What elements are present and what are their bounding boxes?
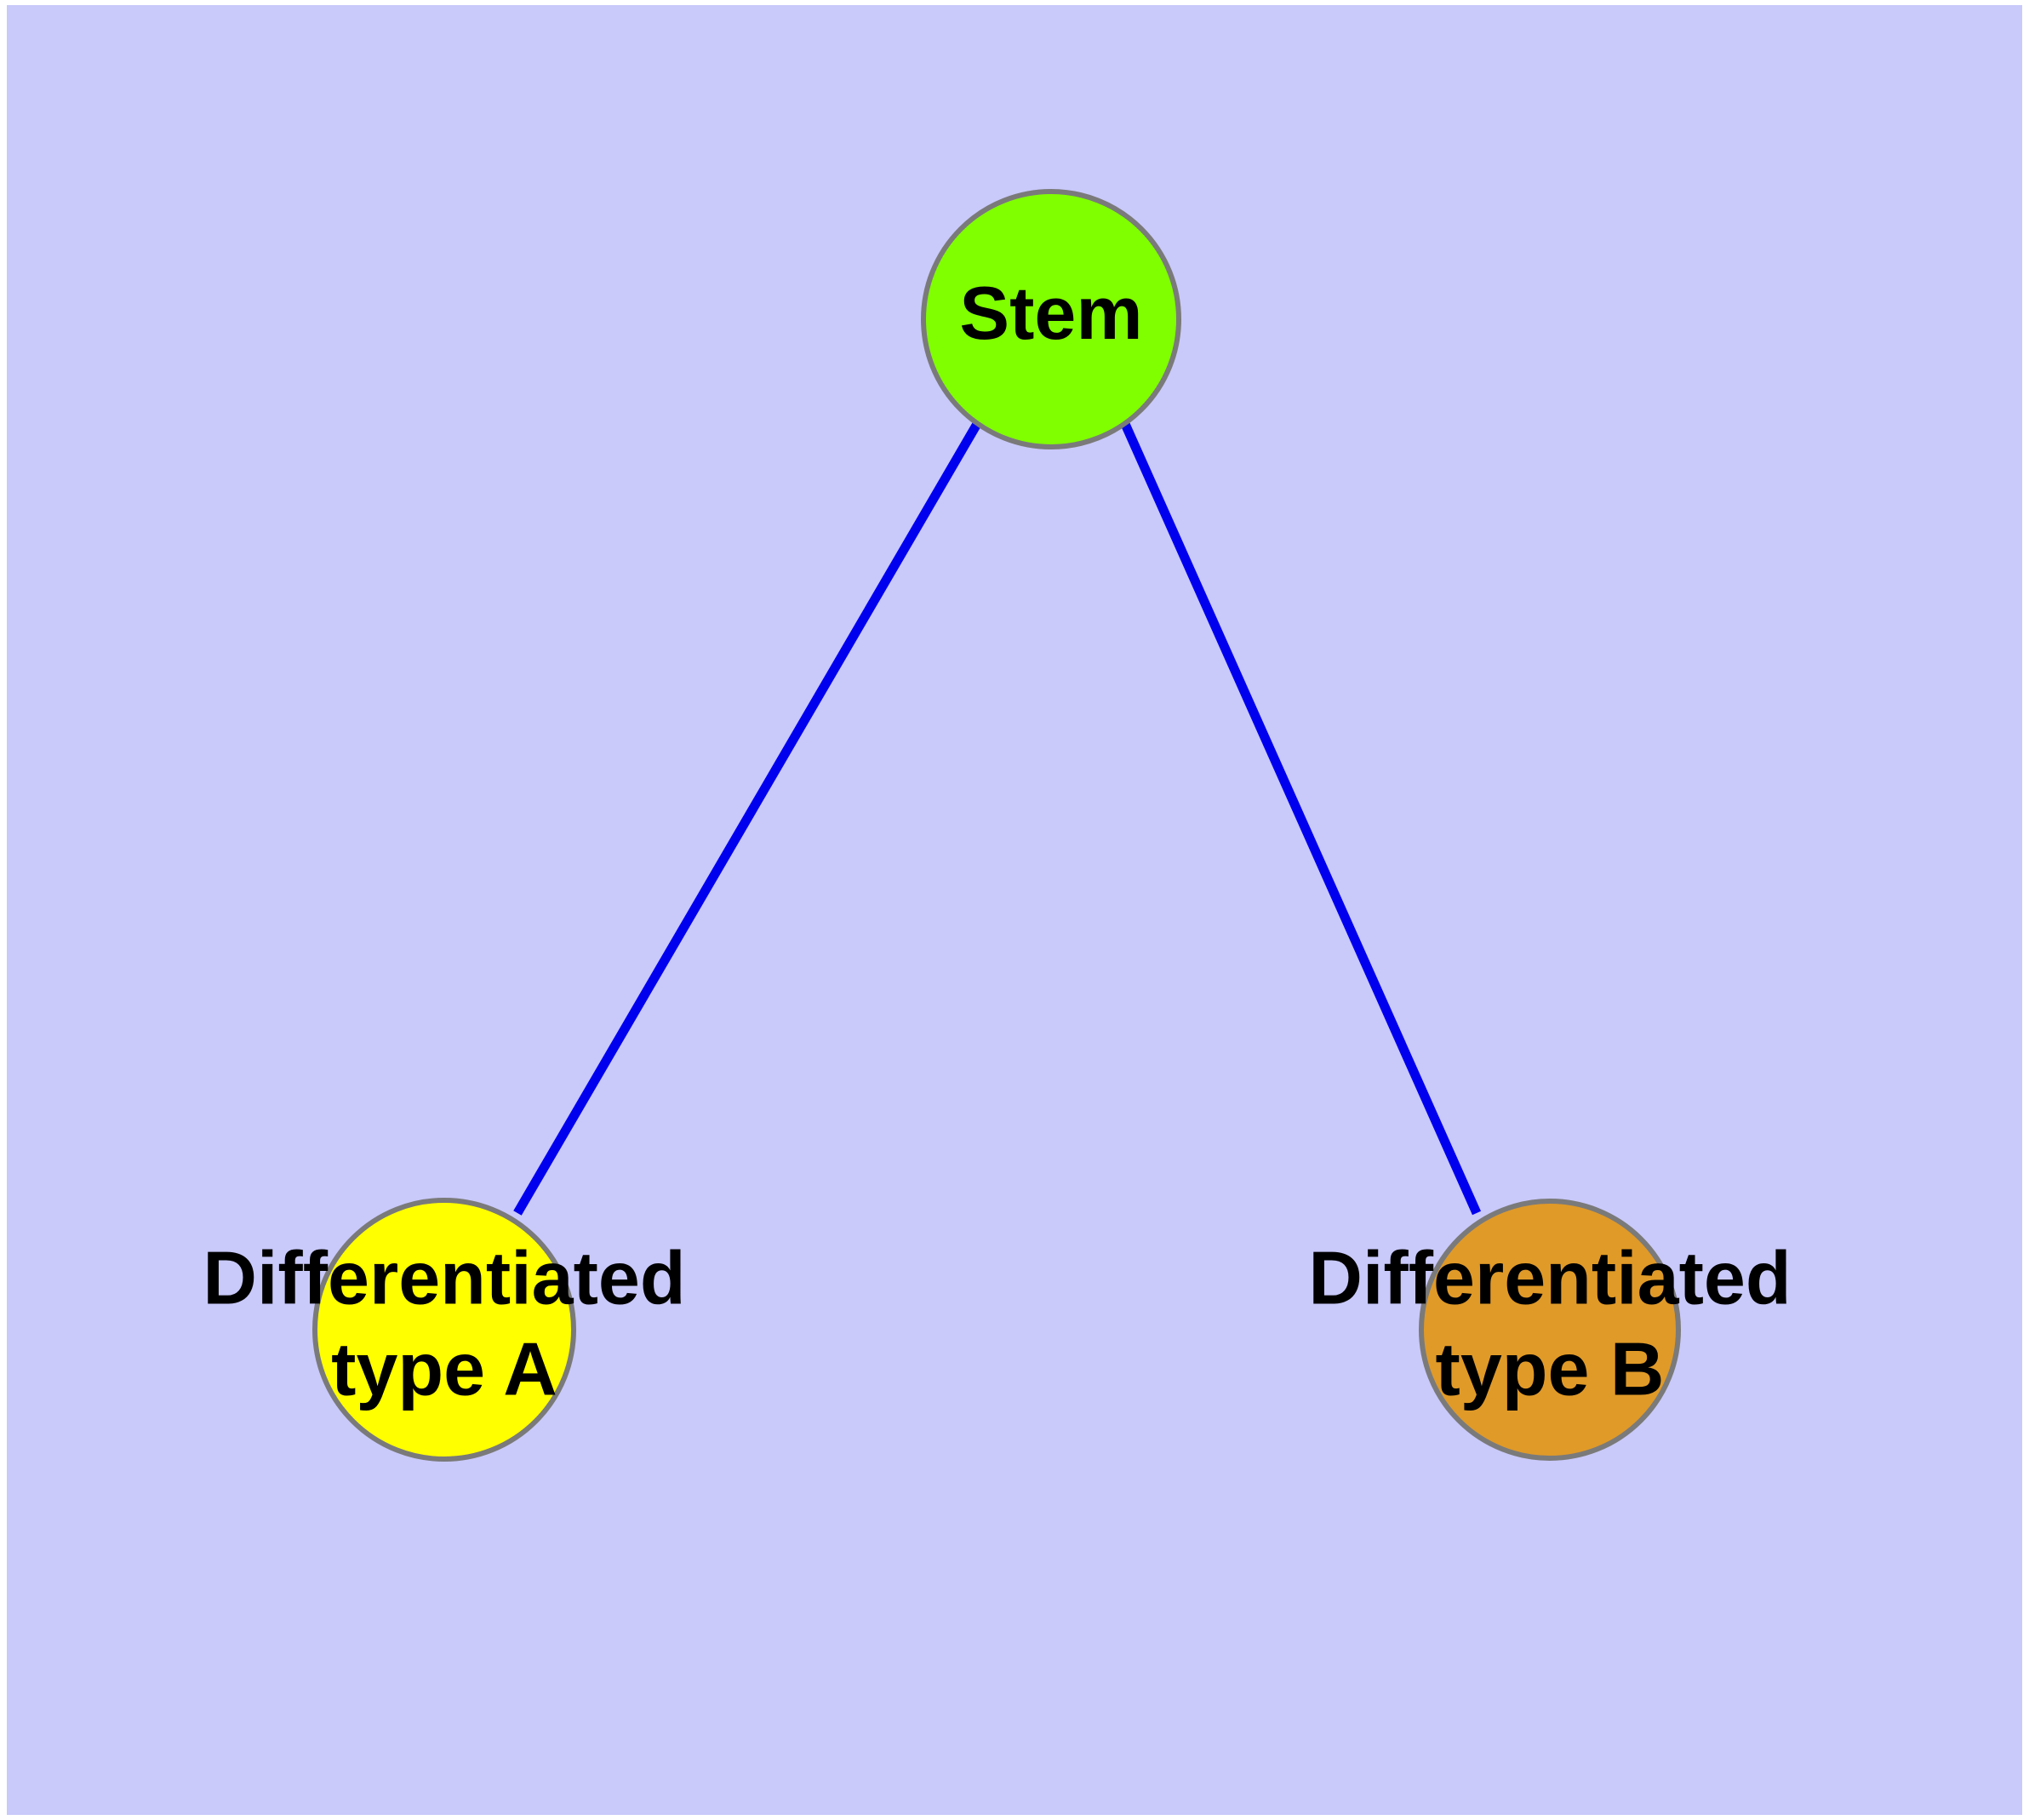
node-differentiated-type-b-circle[interactable] <box>1419 1199 1681 1461</box>
node-differentiated-type-a[interactable] <box>312 1198 576 1462</box>
node-layer <box>312 189 1681 1462</box>
node-stem[interactable] <box>921 189 1181 449</box>
node-stem-label: Stem <box>959 271 1142 355</box>
node-differentiated-type-a-circle[interactable] <box>312 1198 576 1462</box>
edge-stem-to-differentiated-type-a[interactable] <box>513 421 981 1216</box>
edge-layer <box>513 421 1482 1216</box>
node-stem-circle[interactable] <box>921 189 1181 449</box>
node-differentiated-type-b[interactable] <box>1419 1199 1681 1461</box>
edge-stem-to-differentiated-type-b[interactable] <box>1120 421 1482 1216</box>
